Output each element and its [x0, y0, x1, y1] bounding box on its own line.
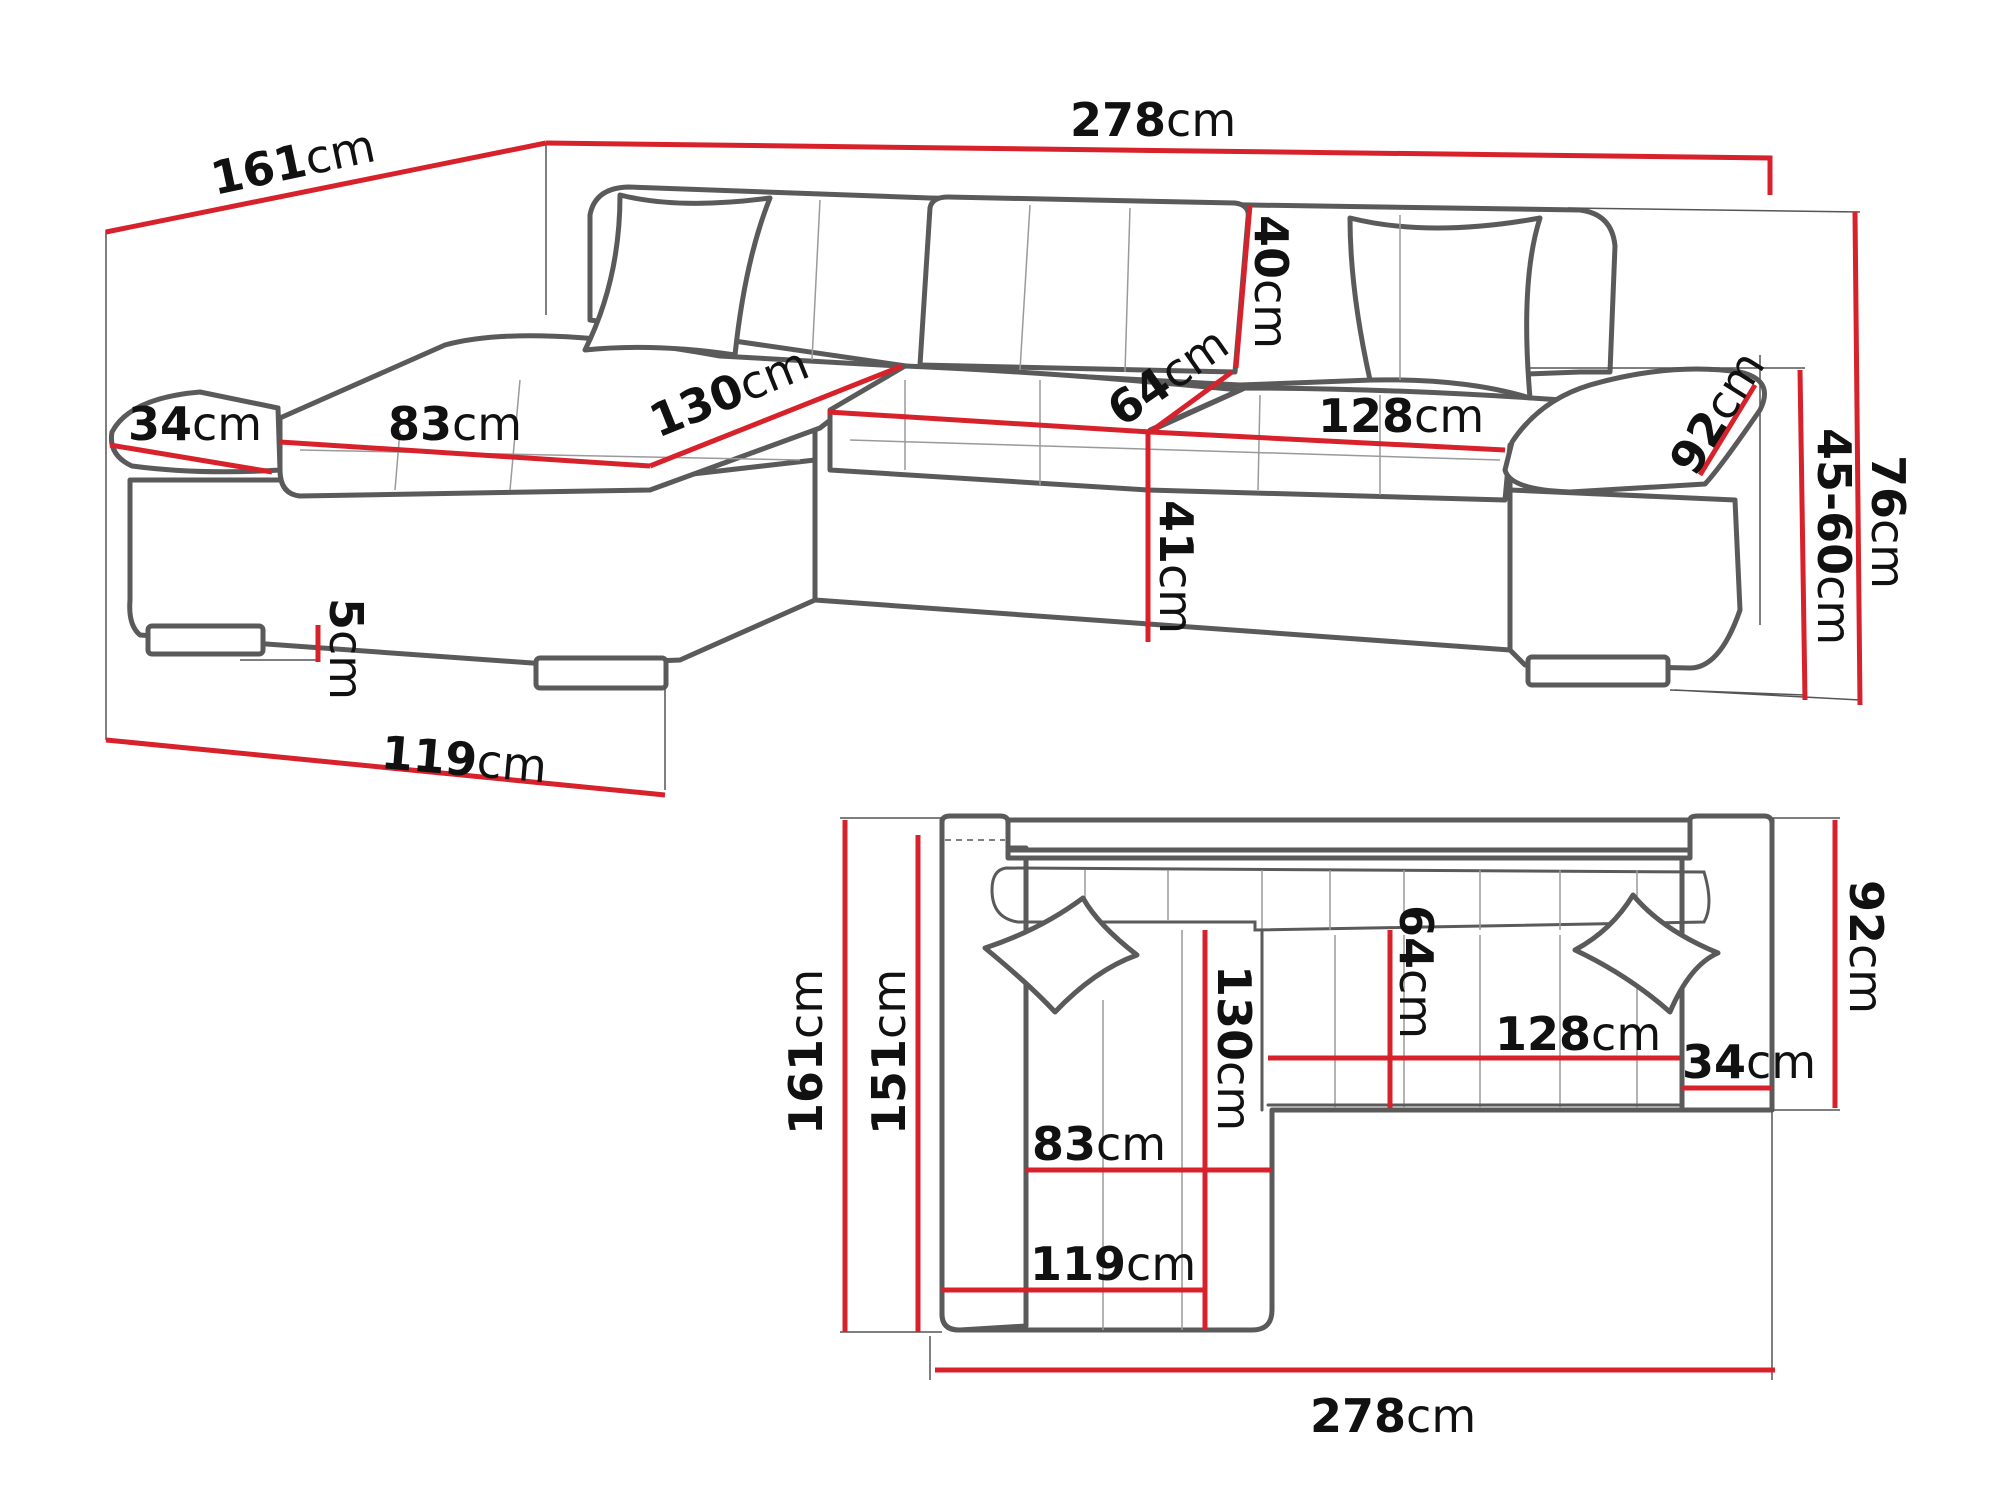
label-seat-height: 41cm — [1149, 500, 1203, 634]
right-arm-pad — [1502, 366, 1767, 495]
dim-line-total-width — [545, 140, 1773, 195]
top-left-arm — [939, 813, 1029, 1333]
dim-line-seat-height-range — [1797, 369, 1808, 701]
leg-left — [145, 623, 266, 657]
perspective-labels: 278cm 161cm 119cm 40cm 34cm 83cm 130cm 6… — [128, 93, 1915, 793]
label-chaise-width: 119cm — [379, 725, 549, 793]
label-top-chaise-width: 119cm — [1030, 1237, 1196, 1291]
label-top-inner-depth: 151cm — [862, 969, 916, 1135]
leg-right — [1525, 654, 1671, 688]
label-seat-width: 128cm — [1318, 389, 1484, 443]
label-top-seat-width: 128cm — [1495, 1007, 1661, 1061]
dim-line-backrest — [1233, 204, 1253, 369]
dim-line-armrest-34 — [109, 442, 273, 475]
label-armrest-height: 34cm — [128, 397, 262, 451]
left-pillow — [582, 192, 773, 358]
label-leg-height: 5cm — [319, 598, 373, 700]
label-top-total-width: 278cm — [1310, 1389, 1476, 1443]
dim-line-chaise-width — [105, 737, 666, 798]
label-top-seat-depth: 64cm — [1389, 905, 1443, 1039]
top-view-sofa-drawing — [939, 813, 1775, 1333]
top-right-pillow — [1572, 892, 1721, 1015]
top-labels: 161cm 151cm 92cm 130cm 64cm 128cm 34cm 8… — [779, 880, 1893, 1443]
label-backrest-height: 40cm — [1244, 215, 1298, 349]
top-extension-lines — [840, 817, 1840, 1380]
label-chaise-seat-width: 83cm — [388, 397, 522, 451]
label-seat-height-range: 45-60cm — [1807, 428, 1861, 645]
perspective-extension-lines — [105, 145, 1861, 790]
perspective-dimension-lines — [105, 140, 1863, 798]
dim-line-chaise-130 — [649, 363, 903, 469]
dim-line-depth — [105, 140, 547, 235]
perspective-sofa-drawing — [108, 184, 1767, 691]
leg-center — [533, 655, 669, 691]
label-total-height: 76cm — [1861, 455, 1915, 589]
right-pillow — [1347, 215, 1543, 401]
top-cushion-dividers — [1084, 870, 1638, 1330]
dim-line-seat-128 — [1149, 429, 1506, 453]
dim-line-chaise-seat-83 — [279, 439, 651, 469]
label-top-chaise-length: 130cm — [1207, 965, 1261, 1131]
label-top-chaise-seat-width: 83cm — [1032, 1117, 1166, 1171]
right-arm-base — [1507, 487, 1743, 671]
top-left-pillow — [982, 895, 1140, 1015]
dim-line-armrest-92 — [1697, 383, 1758, 477]
top-right-arm — [1679, 813, 1775, 1113]
dim-line-total-height — [1852, 211, 1863, 706]
top-seat-inner — [1024, 928, 1682, 1328]
label-top-total-depth: 161cm — [779, 969, 833, 1135]
label-top-right-depth: 92cm — [1839, 880, 1893, 1014]
top-back-cushions — [990, 856, 1711, 932]
label-total-width: 278cm — [1070, 93, 1236, 147]
top-dimension-lines — [842, 820, 1838, 1373]
label-top-armrest-width: 34cm — [1682, 1035, 1816, 1089]
